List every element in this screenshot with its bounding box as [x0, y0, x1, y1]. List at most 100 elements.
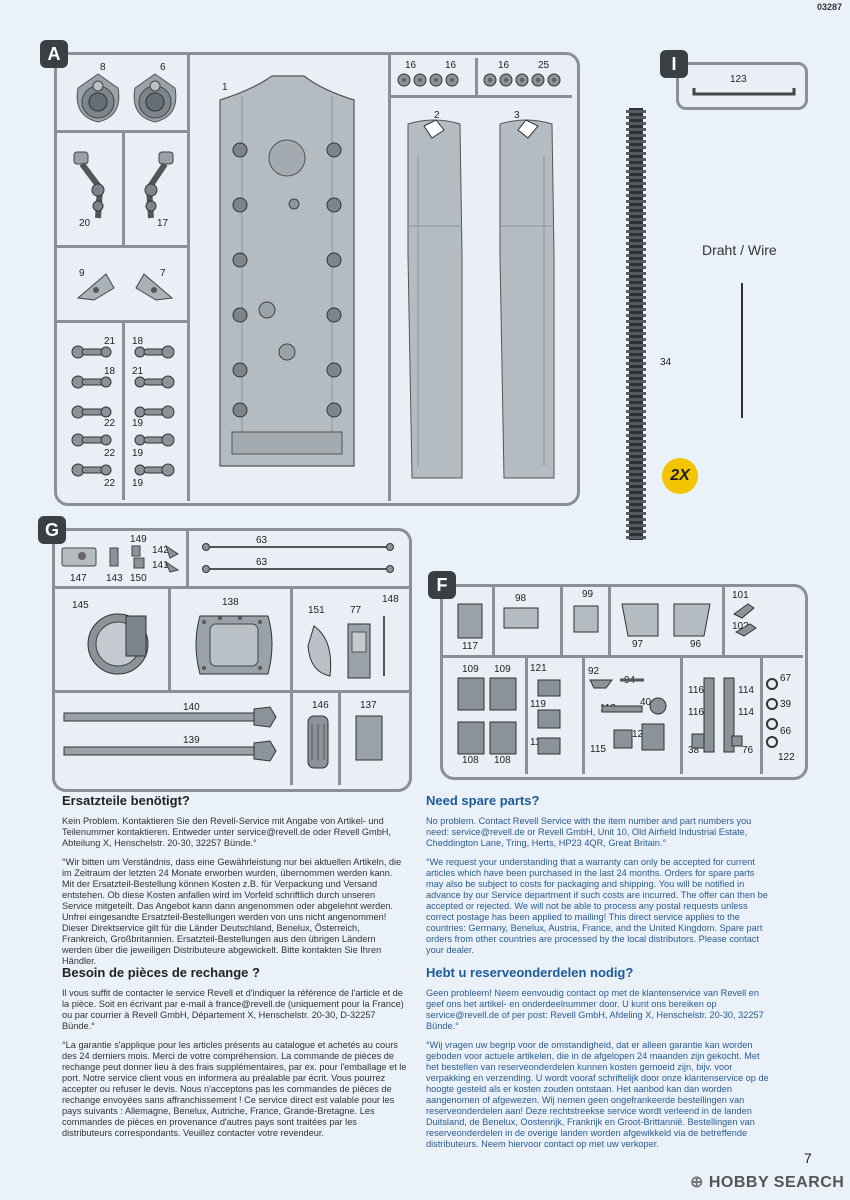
track-link: [626, 380, 646, 383]
sprue-g-divider: [168, 589, 171, 690]
suspension-arm-part-20: [73, 151, 105, 219]
track-link: [626, 464, 646, 467]
part-number-22: 22: [104, 448, 116, 459]
part-number-108: 108: [494, 755, 511, 766]
part-number-20: 20: [79, 218, 91, 229]
part-number-119: 119: [530, 699, 546, 710]
track-link: [626, 338, 646, 341]
track-link: [626, 254, 646, 257]
track-link: [626, 314, 646, 317]
part-number-99: 99: [582, 589, 594, 600]
track-link: [626, 302, 646, 305]
track-link: [626, 182, 646, 185]
track-link: [626, 452, 646, 455]
part-number-19: 19: [132, 448, 144, 459]
sprue-g-divider: [338, 693, 341, 785]
sprue-i-label: I: [660, 50, 688, 78]
track-link: [626, 272, 646, 275]
part-number-123: 123: [730, 74, 747, 85]
part-number-21: 21: [104, 336, 116, 347]
sprue-g-divider: [55, 586, 409, 589]
track-link: [626, 236, 646, 239]
mantlet-part-145: [87, 613, 149, 675]
sprue-a-divider: [57, 245, 187, 248]
track-link: [626, 524, 646, 527]
part-number-115: 115: [590, 744, 606, 755]
track-link: [626, 230, 646, 233]
paragraph-french-1: Il vous suffit de contacter le service R…: [62, 988, 404, 1031]
roller-arm-set-right: [134, 345, 175, 477]
sprue-f-divider: [760, 658, 763, 774]
part-number-92: 92: [588, 666, 600, 677]
part-number-141: 141: [152, 560, 169, 571]
heading-dutch: Hebt u reserveonderdelen nodig?: [426, 965, 634, 980]
rod-part-123: [692, 88, 796, 96]
part-number-147: 147: [70, 573, 87, 584]
paragraph-french-2: °La garantie s'applique pour les article…: [62, 1040, 407, 1138]
track-link: [626, 242, 646, 245]
part-number-140: 140: [183, 702, 200, 713]
part-number-148: 148: [382, 594, 399, 605]
sprue-a-divider: [475, 58, 478, 95]
part-number-116: 116: [688, 685, 704, 696]
sprue-a-divider: [187, 55, 190, 501]
part-number-19: 19: [132, 478, 144, 489]
part-number-121: 121: [530, 663, 547, 674]
track-link: [626, 422, 646, 425]
wire-line: [741, 283, 743, 418]
part-number-34: 34: [660, 357, 672, 368]
part-number-151: 151: [308, 605, 325, 616]
part-number-63: 63: [256, 535, 268, 546]
heading-german: Ersatzteile benötigt?: [62, 793, 190, 808]
part-number-109: 109: [462, 664, 479, 675]
hull-floor-part-1: [219, 75, 355, 467]
sprue-f-divider: [492, 587, 495, 655]
part-number-25: 25: [538, 60, 550, 71]
track-link: [626, 290, 646, 293]
part-number-22: 22: [104, 418, 116, 429]
track-link: [626, 518, 646, 521]
french-spare-parts-section: Besoin de pièces de rechange ? Il vous s…: [62, 965, 407, 1147]
track-link: [626, 530, 646, 533]
track-link: [626, 170, 646, 173]
sprue-a-divider: [122, 323, 125, 500]
part-number-146: 146: [312, 700, 329, 711]
part-number-19: 19: [132, 418, 144, 429]
track-link: [626, 194, 646, 197]
track-link: [626, 398, 646, 401]
part-number-137: 137: [360, 700, 377, 711]
box-part-137: [355, 715, 383, 761]
sprue-a-divider: [388, 55, 391, 501]
part-number-9: 9: [79, 268, 85, 279]
part-number-39: 39: [780, 699, 792, 710]
g-small-parts: [61, 544, 180, 573]
german-spare-parts-section: Ersatzteile benötigt? Kein Problem. Kont…: [62, 793, 407, 975]
track-link: [626, 320, 646, 323]
document-number: 03287: [816, 2, 842, 12]
part-number-139: 139: [183, 735, 200, 746]
track-link: [626, 392, 646, 395]
wire-label: Draht / Wire: [702, 242, 777, 258]
turret-ring-part-138: [195, 615, 273, 675]
track-link: [626, 356, 646, 359]
track-link: [626, 458, 646, 461]
track-link: [626, 446, 646, 449]
track-link: [626, 224, 646, 227]
part-number-116: 116: [688, 707, 704, 718]
part-number-114: 114: [738, 707, 754, 718]
part-number-18: 18: [104, 366, 116, 377]
track-link: [626, 134, 646, 137]
part-number-114: 114: [738, 685, 754, 696]
track-link: [626, 308, 646, 311]
sprue-g-divider: [55, 690, 409, 693]
sprue-a-label: A: [40, 40, 68, 68]
track-part-34: [626, 108, 646, 540]
part-number-109: 109: [494, 664, 511, 675]
heading-french: Besoin de pièces de rechange ?: [62, 965, 260, 980]
part-number-1: 1: [222, 82, 228, 93]
track-link: [626, 188, 646, 191]
track-link: [626, 404, 646, 407]
track-link: [626, 470, 646, 473]
part-number-97: 97: [632, 639, 644, 650]
part-number-38: 38: [688, 745, 700, 756]
